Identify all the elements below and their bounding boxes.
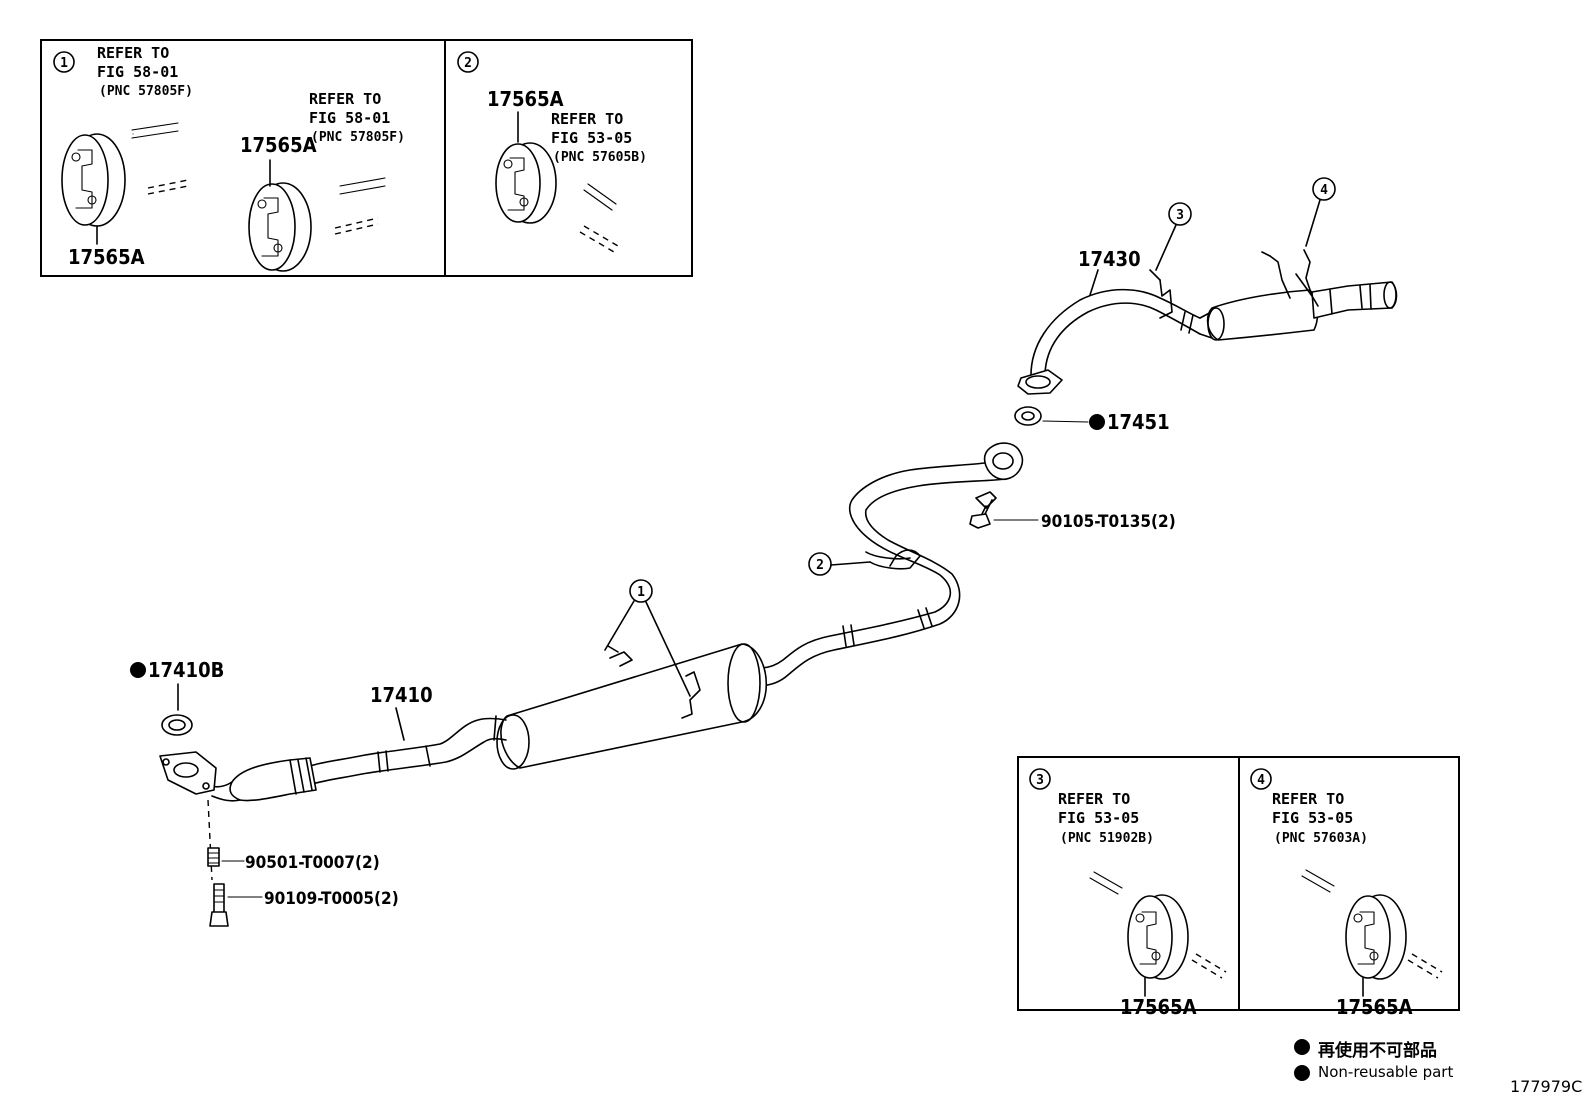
svg-text:2: 2 [464, 56, 472, 71]
legend-jp: 再使用不可部品 [1318, 1041, 1437, 1061]
svg-text:2: 2 [816, 558, 824, 573]
svg-text:4: 4 [1257, 773, 1265, 788]
svg-text:17565A: 17565A [1336, 995, 1413, 1019]
part-number-17430: 17430 [1078, 247, 1141, 271]
svg-text:REFER TO: REFER TO [1058, 790, 1130, 808]
part-number-90501-T0007: 90501-T0007(2) [245, 853, 380, 873]
svg-text:3: 3 [1176, 208, 1184, 223]
svg-text:(PNC 57605B): (PNC 57605B) [553, 150, 647, 165]
bolt-90109: 90109-T0005(2) [209, 883, 399, 927]
part-number-90109-T0005: 90109-T0005(2) [264, 889, 399, 909]
front-pipe-assembly-17410 [159, 643, 767, 802]
callout-3: 3 [1155, 202, 1192, 271]
gasket-17410B: 17410B [130, 658, 224, 736]
part-number-17565A: 17565A [240, 133, 317, 157]
svg-text:FIG 58-01: FIG 58-01 [309, 109, 390, 127]
non-reusable-dot-icon [1294, 1065, 1310, 1081]
bolt-90105: 90105-T0135(2) [969, 491, 1176, 532]
detail-box-4: 4 REFER TO FIG 53-05 (PNC 57603A) 17565A [1238, 756, 1460, 1019]
svg-text:REFER TO: REFER TO [309, 90, 381, 108]
svg-text:(PNC 57805F): (PNC 57805F) [99, 84, 193, 99]
svg-text:(PNC 51902B): (PNC 51902B) [1060, 831, 1154, 846]
figure-id: 177979C [1510, 1077, 1583, 1096]
callout-4: 4 [1305, 177, 1336, 247]
hanger-rubber-icon [248, 182, 312, 272]
non-reusable-dot-icon [1294, 1039, 1310, 1055]
hanger-rubber-icon [1345, 894, 1407, 980]
part-number-17410: 17410 [370, 683, 433, 707]
hanger-rubber-icon [495, 142, 557, 224]
center-pipe [759, 442, 1024, 687]
part-number-90105-T0135: 90105-T0135(2) [1041, 512, 1176, 532]
gasket-17451: 17451 [1014, 406, 1170, 434]
svg-text:FIG 53-05: FIG 53-05 [551, 129, 632, 147]
svg-text:REFER TO: REFER TO [551, 110, 623, 128]
svg-text:4: 4 [1320, 183, 1328, 198]
part-number-17565A: 17565A [68, 245, 145, 269]
non-reusable-dot-icon [1089, 414, 1105, 430]
svg-text:(PNC 57603A): (PNC 57603A) [1274, 831, 1368, 846]
non-reusable-dot-icon [130, 662, 146, 678]
svg-text:FIG 53-05: FIG 53-05 [1058, 809, 1139, 827]
svg-text:1: 1 [637, 585, 645, 600]
hanger-rubber-icon [61, 133, 126, 227]
svg-text:REFER TO: REFER TO [97, 44, 169, 62]
callout-2: 2 [808, 552, 871, 576]
svg-text:FIG 58-01: FIG 58-01 [97, 63, 178, 81]
svg-text:3: 3 [1036, 773, 1044, 788]
tail-pipe-assembly-17430 [1017, 249, 1398, 395]
svg-text:REFER TO: REFER TO [1272, 790, 1344, 808]
detail-box-1-number: 1 [60, 56, 68, 71]
detail-box-1: 1 REFER TO FIG 58-01 (PNC 57805F) REFER … [40, 39, 446, 277]
part-number-17410B: 17410B [148, 658, 224, 682]
nut-90501: 90501-T0007(2) [207, 847, 380, 873]
svg-text:(PNC 57805F): (PNC 57805F) [311, 130, 405, 145]
detail-box-3: 3 REFER TO FIG 53-05 (PNC 51902B) 17565A [1017, 756, 1240, 1019]
hanger-rubber-icon [1127, 894, 1189, 980]
callout-1: 1 [604, 579, 691, 697]
part-number-17451: 17451 [1107, 410, 1170, 434]
detail-box-2: 2 17565A REFER TO FIG 53-05 (PNC 57605B) [444, 39, 693, 277]
legend-en: Non-reusable part [1318, 1063, 1454, 1081]
svg-text:FIG 53-05: FIG 53-05 [1272, 809, 1353, 827]
svg-text:17565A: 17565A [1120, 995, 1197, 1019]
svg-text:17565A: 17565A [487, 87, 564, 111]
